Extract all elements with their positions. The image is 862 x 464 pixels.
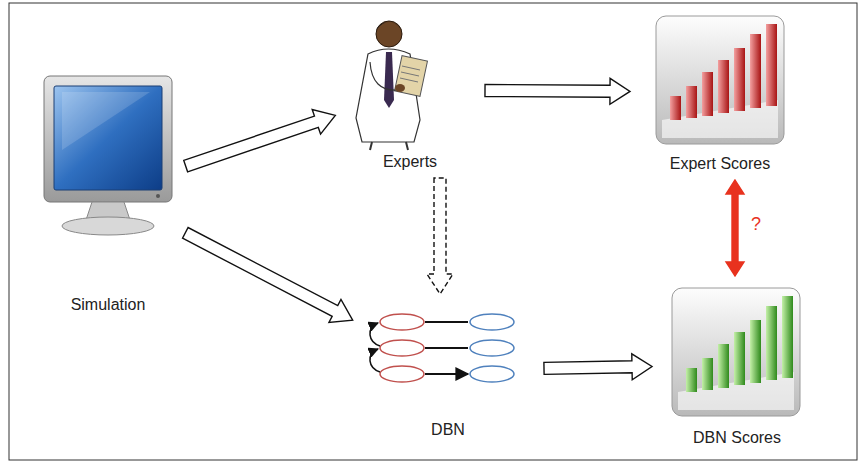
flow-arrow bbox=[544, 354, 652, 380]
frame bbox=[9, 3, 857, 460]
flow-arrow bbox=[427, 178, 453, 294]
diagram-node: DBN bbox=[358, 300, 538, 440]
diagram-node: Expert Scores bbox=[636, 10, 804, 174]
node-label: DBN bbox=[358, 420, 538, 440]
computer-icon bbox=[44, 76, 172, 235]
diagram-node: DBN Scores bbox=[658, 282, 816, 448]
node-label: DBN Scores bbox=[658, 428, 816, 448]
dbn-network-icon bbox=[370, 314, 514, 382]
node-label: Simulation bbox=[36, 295, 180, 315]
diagram-node: Simulation bbox=[36, 70, 180, 315]
edge-label: ? bbox=[749, 214, 763, 234]
expert-chart-icon bbox=[656, 16, 784, 144]
flow-arrow bbox=[183, 228, 353, 323]
expert-icon bbox=[356, 21, 427, 150]
dbn-chart-icon bbox=[672, 288, 800, 416]
flow-arrow bbox=[485, 78, 630, 104]
diagram-node: Experts bbox=[341, 8, 479, 172]
comparison-arrow bbox=[726, 180, 744, 276]
node-label: Experts bbox=[341, 152, 479, 172]
node-label: Expert Scores bbox=[636, 154, 804, 174]
flow-arrow bbox=[184, 109, 336, 171]
